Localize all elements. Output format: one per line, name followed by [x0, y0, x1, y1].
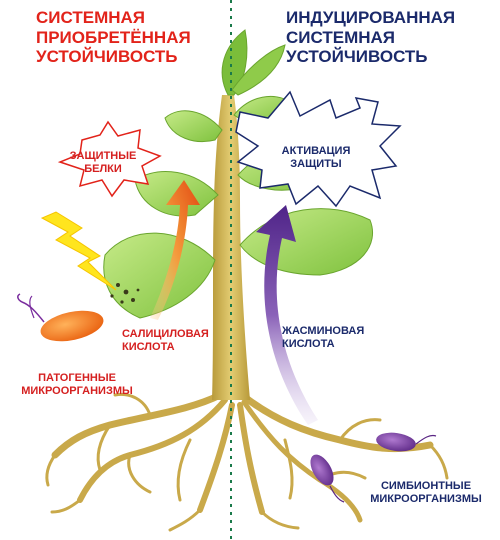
symbionts-label: СИМБИОНТНЫЕ МИКРООРГАНИЗМЫ [370, 480, 482, 505]
pathogen-icon [17, 293, 104, 342]
pathogens-label: ПАТОГЕННЫЕ МИКРООРГАНИЗМЫ [21, 372, 133, 397]
jasmonic-acid-arrow [256, 205, 318, 425]
protective-proteins-burst [57, 120, 162, 198]
plant-stem [212, 95, 250, 400]
defense-activation-burst [235, 90, 402, 208]
salicylic-acid-label: САЛИЦИЛОВАЯ КИСЛОТА [122, 328, 209, 353]
salicylic-acid-arrow [150, 180, 200, 320]
lightning-icon [40, 211, 117, 291]
roots [45, 391, 449, 532]
left-title: СИСТЕМНАЯ ПРИОБРЕТЁННАЯ УСТОЙЧИВОСТЬ [36, 8, 191, 67]
symbiont-icon-2 [310, 454, 345, 503]
protective-proteins-label: ЗАЩИТНЫЕ БЕЛКИ [69, 150, 137, 175]
symbiont-icon-1 [376, 432, 437, 452]
defense-activation-label: АКТИВАЦИЯ ЗАЩИТЫ [281, 145, 351, 170]
jasmonic-acid-label: ЖАСМИНОВАЯ КИСЛОТА [282, 325, 365, 350]
leaf-spots [110, 283, 140, 304]
right-title: ИНДУЦИРОВАННАЯ СИСТЕМНАЯ УСТОЙЧИВОСТЬ [286, 8, 456, 67]
